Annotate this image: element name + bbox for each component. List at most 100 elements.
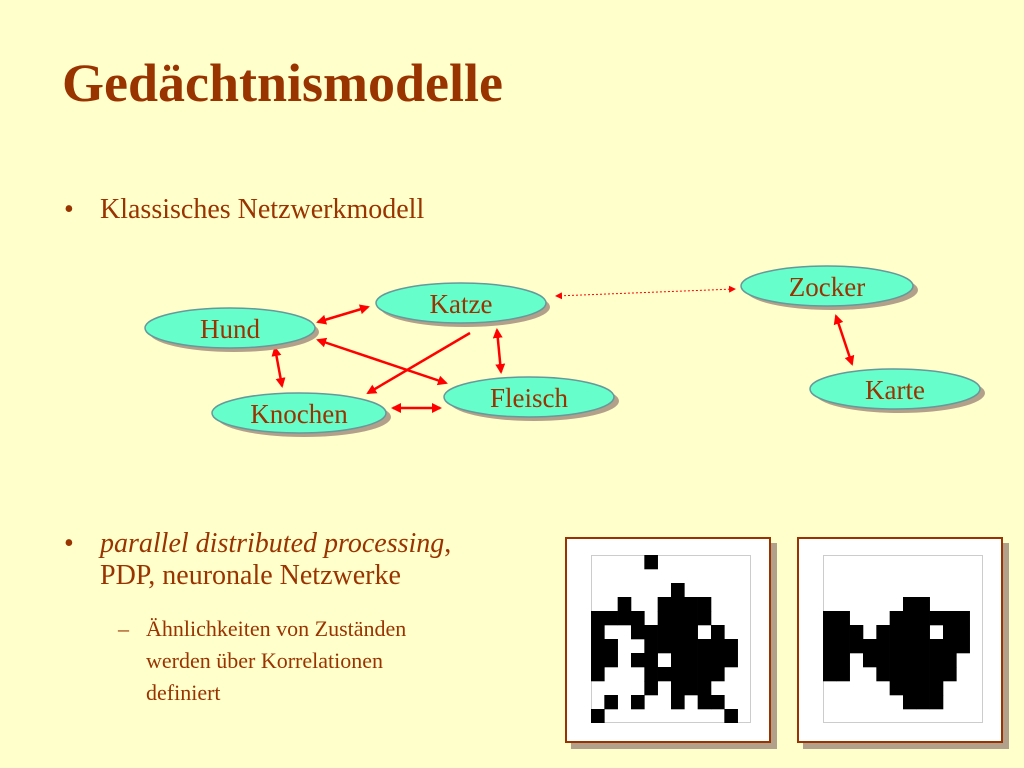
bullet-glyph: • bbox=[64, 528, 74, 559]
grid-cell-filled bbox=[684, 597, 698, 612]
grid-cell-filled bbox=[863, 639, 877, 654]
bullet-glyph: • bbox=[64, 194, 74, 225]
grid-cell-filled bbox=[697, 639, 712, 654]
grid-cell-filled bbox=[849, 639, 864, 654]
grid-cell-filled bbox=[916, 667, 930, 682]
grid-cell-filled bbox=[631, 625, 645, 640]
grid-cell-filled bbox=[916, 625, 930, 640]
network-edges bbox=[271, 285, 855, 413]
grid-cell-filled bbox=[823, 639, 837, 654]
grid-cell-filled bbox=[671, 695, 685, 710]
grid-cell-filled bbox=[724, 709, 738, 723]
grid-cell-filled bbox=[697, 597, 712, 612]
bullet-text: Klassisches Netzwerkmodell bbox=[100, 194, 425, 225]
grid-cell-filled bbox=[889, 653, 904, 668]
grid-cell-filled bbox=[591, 653, 605, 668]
network-diagram: Hund Katze Knochen Fleisch Zocker Karte bbox=[144, 265, 985, 437]
grid-cell-filled bbox=[836, 611, 850, 626]
pattern-grid-right bbox=[797, 537, 1003, 743]
grid-cell-filled bbox=[684, 681, 698, 696]
edge-katze-fleisch bbox=[492, 328, 506, 374]
grid-cell-filled bbox=[684, 667, 698, 682]
grid-cell-filled bbox=[916, 597, 930, 612]
node-label-hund: Hund bbox=[200, 314, 260, 344]
bullet-pdp-line2: PDP, neuronale Netzwerke bbox=[100, 560, 401, 591]
grid-cell-filled bbox=[617, 597, 632, 612]
grid-cell-filled bbox=[943, 653, 957, 668]
grid-cell-filled bbox=[863, 653, 877, 668]
edge-hund-katze bbox=[316, 304, 370, 325]
slide-title: Gedächtnismodelle bbox=[62, 53, 503, 113]
grid-cell-filled bbox=[631, 611, 645, 626]
node-knochen: Knochen bbox=[211, 392, 391, 437]
grid-cell-filled bbox=[644, 653, 658, 668]
grid-cell-filled bbox=[823, 625, 837, 640]
grid-cell-filled bbox=[631, 653, 645, 668]
grid-cell-filled bbox=[591, 625, 605, 640]
grid-cell-filled bbox=[876, 625, 890, 640]
bullet-pdp: • parallel distributed processing, PDP, … bbox=[64, 528, 451, 592]
grid-cell-filled bbox=[929, 653, 944, 668]
grid-cell-filled bbox=[697, 653, 712, 668]
grid-cell-filled bbox=[903, 695, 917, 710]
grid-cell-filled bbox=[644, 625, 658, 640]
grid-cell-filled bbox=[604, 653, 618, 668]
grid-cell-filled bbox=[903, 611, 917, 626]
bullet-pdp-italic: parallel distributed processing bbox=[100, 528, 445, 559]
edge-hund-fleisch bbox=[316, 337, 448, 386]
grid-cell-filled bbox=[711, 653, 725, 668]
grid-cell-filled bbox=[929, 611, 944, 626]
grid-cell-filled bbox=[943, 611, 957, 626]
grid-cell-filled bbox=[671, 639, 685, 654]
node-karte: Karte bbox=[809, 368, 985, 413]
node-label-knochen: Knochen bbox=[250, 399, 348, 429]
grid-cell-filled bbox=[889, 639, 904, 654]
grid-cell-filled bbox=[929, 681, 944, 696]
node-label-zocker: Zocker bbox=[789, 272, 865, 302]
node-hund: Hund bbox=[144, 307, 319, 352]
grid-cell-filled bbox=[684, 611, 698, 626]
grid-cell-filled bbox=[644, 639, 658, 654]
grid-cell-filled bbox=[697, 695, 712, 710]
grid-cell-filled bbox=[657, 597, 672, 612]
sub-bullet-line3: definiert bbox=[146, 680, 221, 705]
grid-cell-filled bbox=[671, 625, 685, 640]
grid-cell-filled bbox=[604, 695, 618, 710]
grid-cell-filled bbox=[943, 639, 957, 654]
grid-cell-filled bbox=[617, 611, 632, 626]
node-label-katze: Katze bbox=[430, 289, 493, 319]
pattern-grid-right-cells bbox=[823, 555, 983, 723]
grid-cell-filled bbox=[644, 667, 658, 682]
grid-cell-filled bbox=[671, 681, 685, 696]
grid-cell-filled bbox=[823, 611, 837, 626]
grid-cell-filled bbox=[956, 639, 970, 654]
grid-cell-filled bbox=[724, 653, 738, 668]
edge-katze-zocker bbox=[555, 285, 736, 300]
grid-cell-filled bbox=[657, 625, 672, 640]
edge-zocker-karte bbox=[833, 314, 855, 366]
sub-bullet-line1: Ähnlichkeiten von Zuständen bbox=[146, 616, 407, 641]
grid-cell-filled bbox=[929, 667, 944, 682]
grid-cell-filled bbox=[724, 639, 738, 654]
node-zocker: Zocker bbox=[740, 265, 918, 310]
grid-cell-filled bbox=[889, 611, 904, 626]
grid-cell-filled bbox=[889, 625, 904, 640]
node-label-fleisch: Fleisch bbox=[490, 383, 568, 413]
grid-cell-filled bbox=[916, 681, 930, 696]
grid-cell-filled bbox=[631, 695, 645, 710]
grid-cell-filled bbox=[591, 639, 605, 654]
dash-glyph: – bbox=[118, 616, 129, 641]
grid-cell-filled bbox=[836, 639, 850, 654]
node-fleisch: Fleisch bbox=[443, 376, 619, 421]
pattern-grid-left bbox=[565, 537, 771, 743]
grid-cell-filled bbox=[697, 681, 712, 696]
grid-cell-filled bbox=[903, 597, 917, 612]
grid-cell-filled bbox=[711, 625, 725, 640]
grid-cell-filled bbox=[916, 695, 930, 710]
grid-cell-filled bbox=[684, 625, 698, 640]
grid-cell-filled bbox=[903, 681, 917, 696]
grid-cell-filled bbox=[889, 681, 904, 696]
grid-cell-filled bbox=[836, 625, 850, 640]
grid-cell-filled bbox=[943, 625, 957, 640]
grid-cell-filled bbox=[876, 639, 890, 654]
